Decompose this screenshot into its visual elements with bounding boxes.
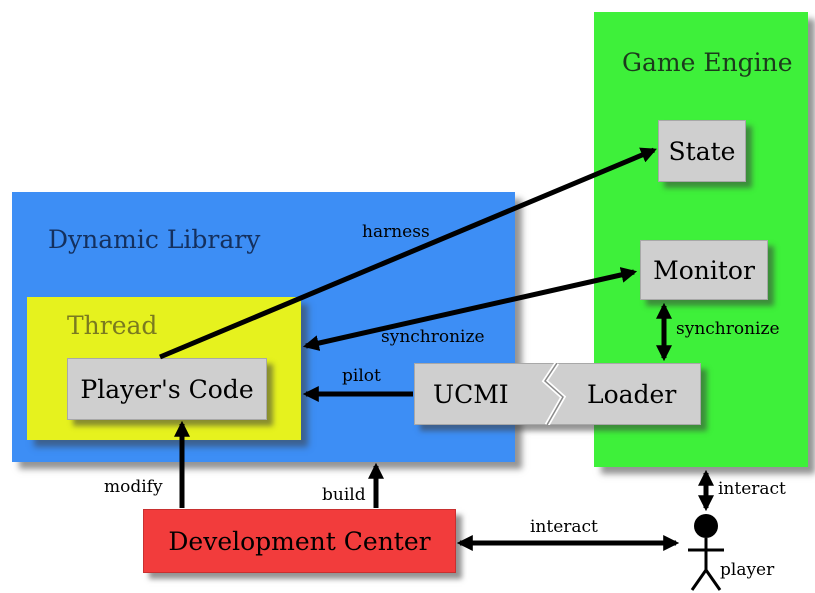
harness-label: harness xyxy=(362,222,430,242)
players-code-node: Player's Code xyxy=(67,358,267,420)
state-node: State xyxy=(658,120,746,182)
player-label: player xyxy=(720,560,775,580)
development-center-node: Development Center xyxy=(143,509,456,573)
harness-arrow xyxy=(159,147,657,360)
synchronize-thread-label: synchronize xyxy=(381,327,485,347)
build-label: build xyxy=(322,485,366,505)
synchronize-thread-arrow xyxy=(302,267,638,351)
interact-dev-label: interact xyxy=(530,517,598,537)
zigzag-divider-icon xyxy=(541,363,567,425)
dynamic-library-label: Dynamic Library xyxy=(48,225,261,254)
loader-label: Loader xyxy=(587,379,677,409)
synchronize-loader-label: synchronize xyxy=(676,319,780,339)
game-engine-label: Game Engine xyxy=(622,48,793,77)
player-actor-icon xyxy=(688,514,724,591)
ucmi-label: UCMI xyxy=(433,379,509,409)
interact-engine-label: interact xyxy=(718,479,786,499)
monitor-node: Monitor xyxy=(640,240,768,300)
thread-label: Thread xyxy=(67,311,158,340)
modify-label: modify xyxy=(104,477,163,497)
pilot-label: pilot xyxy=(342,366,381,386)
ucmi-loader-node: UCMI Loader xyxy=(414,363,701,425)
